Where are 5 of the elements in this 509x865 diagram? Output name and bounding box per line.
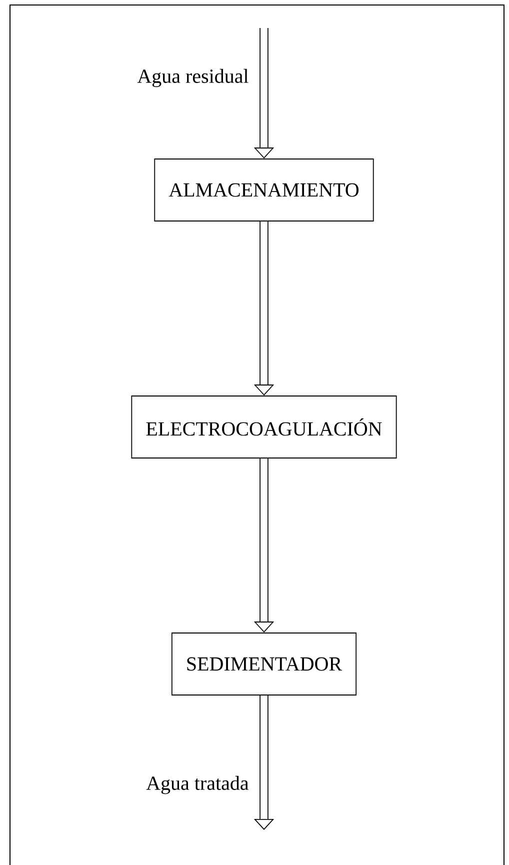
process-box: ALMACENAMIENTO	[154, 158, 374, 222]
process-box: SEDIMENTADOR	[171, 632, 357, 696]
edge-label: Agua residual	[137, 68, 248, 88]
edge-label: Agua tratada	[146, 776, 249, 794]
process-box: ELECTROCOAGULACIÓN	[131, 396, 397, 458]
